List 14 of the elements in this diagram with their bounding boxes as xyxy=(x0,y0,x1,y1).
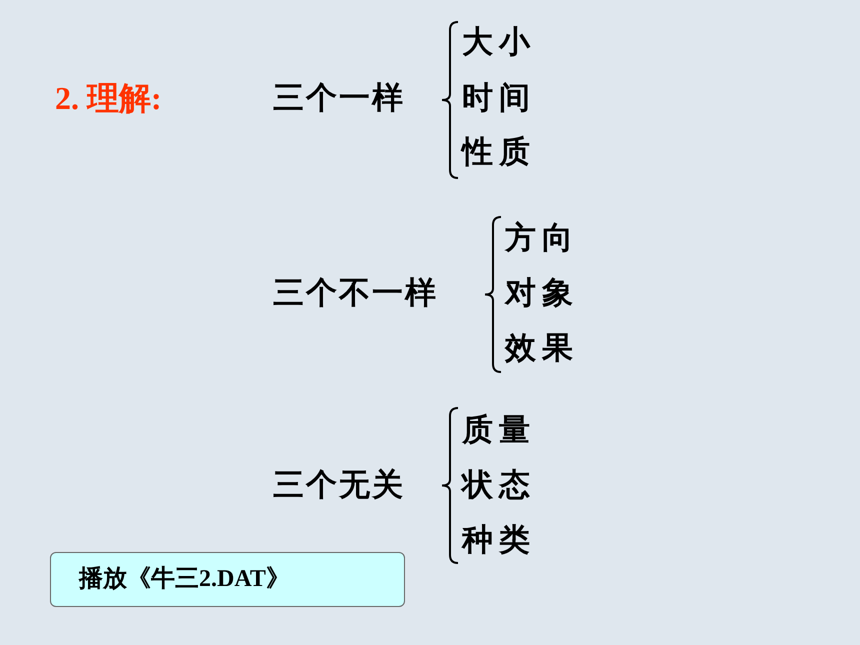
item-label: 性质 xyxy=(462,133,536,172)
item-label: 方向 xyxy=(505,219,579,258)
item-label: 种类 xyxy=(462,521,536,560)
item-label: 效果 xyxy=(505,329,579,368)
item-label: 对象 xyxy=(505,274,579,313)
item-label: 时间 xyxy=(462,79,536,118)
category-label: 三个无关 xyxy=(273,466,405,505)
item-label: 大小 xyxy=(462,23,536,62)
category-label: 三个一样 xyxy=(273,79,405,118)
heading: 2. 理解: xyxy=(55,79,162,118)
item-label: 状态 xyxy=(462,466,536,505)
item-label: 质量 xyxy=(462,411,536,450)
category-label: 三个不一样 xyxy=(273,274,438,313)
play-button: 播放《牛三2.DAT》 xyxy=(50,552,405,607)
